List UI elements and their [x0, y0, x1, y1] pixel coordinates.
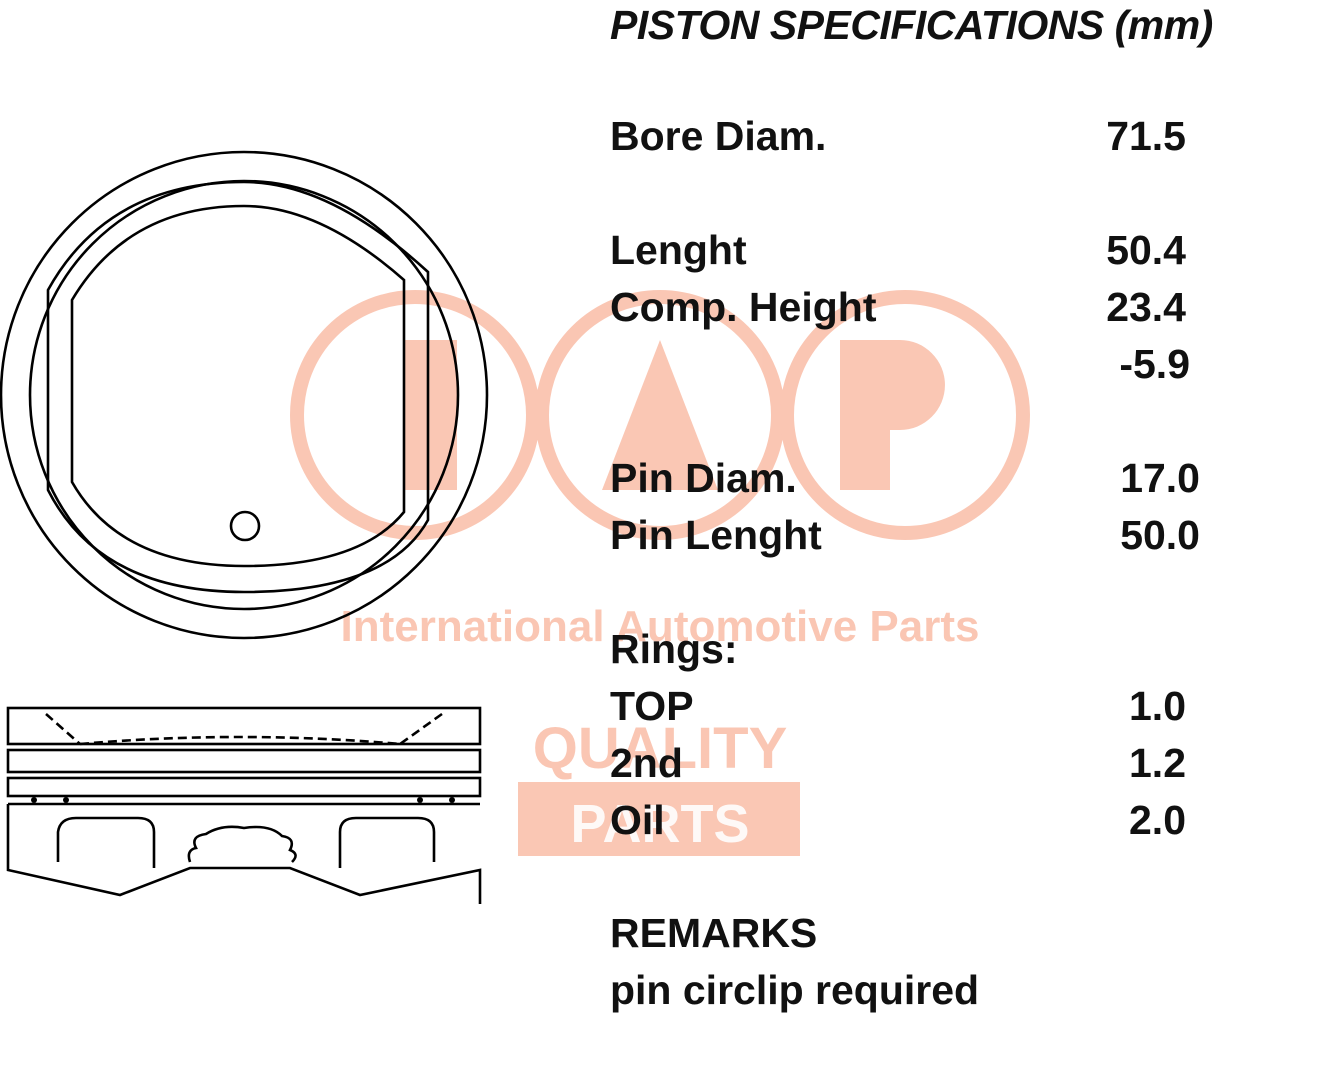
oil-hole	[63, 797, 69, 803]
oil-hole	[449, 797, 455, 803]
logo-letter-p	[840, 340, 945, 490]
ring-value-oil: 2.0	[1129, 797, 1186, 843]
ring-value-top: 1.0	[1129, 683, 1186, 729]
valve-pocket-dashed	[45, 712, 443, 746]
spec-value-comp-height: 23.4	[1106, 284, 1186, 330]
piston-crown-land	[6, 706, 482, 746]
piston-crown-mark	[229, 510, 261, 542]
spec-label-bore-diam: Bore Diam.	[610, 113, 827, 159]
piston-crown-outline	[46, 180, 430, 594]
parts-box	[518, 782, 800, 856]
logo-ring-middle	[535, 290, 785, 540]
pin-bore-profile	[187, 825, 297, 863]
pin-boss-left	[56, 816, 156, 868]
spec-label-length: Lenght	[610, 227, 747, 273]
spec-value-pin-diam: 17.0	[1120, 455, 1200, 501]
watermark-quality: QUALITY	[533, 716, 788, 781]
bowl-profile-dashed	[79, 735, 401, 746]
spec-value-offset: -5.9	[1119, 341, 1190, 387]
spec-label-pin-length: Pin Lenght	[610, 512, 822, 558]
piston-ring-land-3	[6, 776, 482, 798]
ring-value-2nd: 1.2	[1129, 740, 1186, 786]
ring-label-2nd: 2nd	[610, 740, 683, 786]
spec-label-comp-height: Comp. Height	[610, 284, 877, 330]
logo-letter-a	[602, 340, 718, 490]
remarks-text: pin circlip required	[610, 967, 980, 1013]
spec-value-length: 50.4	[1106, 227, 1186, 273]
oil-hole	[417, 797, 423, 803]
spec-title: PISTON SPECIFICATIONS (mm)	[610, 2, 1213, 48]
watermark-tagline: International Automotive Parts	[341, 602, 980, 651]
watermark-parts: PARTS	[570, 794, 749, 854]
piston-ring-land-2	[6, 748, 482, 774]
piston-top-inner-circle	[28, 179, 460, 611]
spec-label-pin-diam: Pin Diam.	[610, 455, 797, 501]
rings-heading: Rings:	[610, 626, 738, 672]
ring-label-oil: Oil	[610, 797, 665, 843]
logo-ring-right	[780, 290, 1030, 540]
piston-skirt-profile	[6, 804, 482, 904]
ring-label-top: TOP	[610, 683, 694, 729]
spec-value-bore-diam: 71.5	[1106, 113, 1186, 159]
logo-letter-i	[405, 340, 457, 490]
remarks-heading: REMARKS	[610, 910, 818, 956]
oil-hole	[31, 797, 37, 803]
spec-value-pin-length: 50.0	[1120, 512, 1200, 558]
piston-crown-inner-outline	[70, 204, 406, 568]
logo-ring-left	[290, 290, 540, 540]
pin-boss-right	[338, 816, 436, 868]
piston-top-outer-circle	[0, 150, 489, 640]
